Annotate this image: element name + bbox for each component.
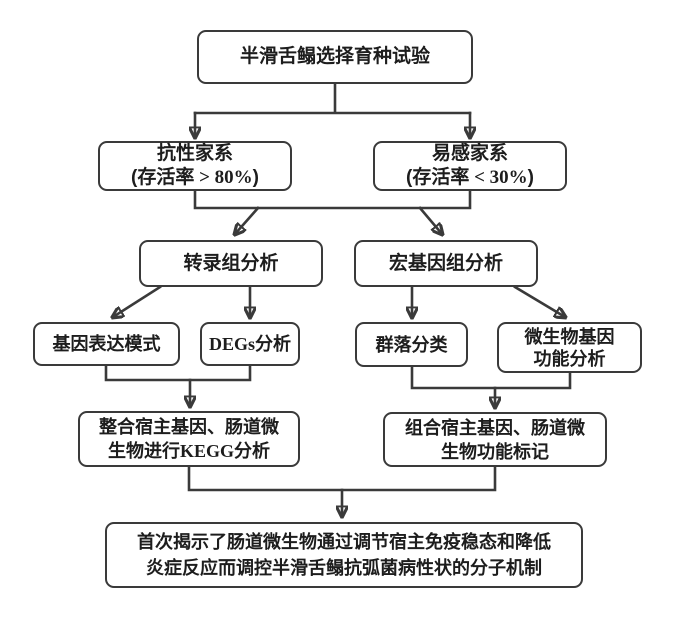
node-community-label: 群落分类 xyxy=(375,334,448,355)
connector-right-merge-rail xyxy=(410,365,572,390)
node-kegg-line2: 生物进行KEGG分析 xyxy=(107,441,270,461)
survival-rate-value: > 80% xyxy=(194,167,253,188)
node-kegg-line1: 整合宿主基因、肠道微 xyxy=(99,417,279,437)
node-function-markers-line2: 生物功能标记 xyxy=(441,441,549,462)
node-function-markers: 组合宿主基因、肠道微 生物功能标记 xyxy=(383,412,607,467)
node-resistant-family-survival: (存活率 > 80%) xyxy=(131,167,259,188)
node-conclusion-line2: 炎症反应而调控半滑舌鳎抗弧菌病性状的分子机制 xyxy=(146,558,542,578)
node-conclusion: 首次揭示了肠道微生物通过调节宿主免疫稳态和降低 炎症反应而调控半滑舌鳎抗弧菌病性… xyxy=(105,522,583,588)
node-microbial-function-line2: 功能分析 xyxy=(533,348,606,369)
node-degs-analysis: DEGs分析 xyxy=(200,322,300,366)
node-metagenome-label: 宏基因组分析 xyxy=(388,252,503,274)
connector-families-rail xyxy=(193,189,472,210)
arrow-to-gene-expression xyxy=(113,285,162,317)
node-resistant-family-label: 抗性家系 xyxy=(156,143,233,164)
connector-bottom-merge-rail xyxy=(187,465,497,492)
node-microbial-function-line1: 微生物基因 xyxy=(524,326,615,347)
arrow-to-microbial-function xyxy=(513,285,565,317)
node-conclusion-line1: 首次揭示了肠道微生物通过调节宿主免疫稳态和降低 xyxy=(137,532,551,552)
node-gene-expression-pattern: 基因表达模式 xyxy=(33,322,180,366)
node-resistant-family: 抗性家系 (存活率 > 80%) xyxy=(98,141,292,191)
arrow-to-transcriptome xyxy=(235,206,260,234)
survival-rate-value: < 30% xyxy=(469,167,528,188)
node-susceptible-family-survival: (存活率 < 30%) xyxy=(406,167,534,188)
node-microbial-gene-function: 微生物基因 功能分析 xyxy=(497,322,642,373)
node-transcriptome-analysis: 转录组分析 xyxy=(139,240,323,287)
connector-left-merge-rail xyxy=(104,364,252,382)
node-function-markers-line1: 组合宿主基因、肠道微 xyxy=(405,417,585,438)
node-susceptible-family: 易感家系 (存活率 < 30%) xyxy=(373,141,567,191)
node-community-classification: 群落分类 xyxy=(355,322,468,367)
node-breeding-trial-label: 半滑舌鳎选择育种试验 xyxy=(239,46,430,67)
node-gene-expression-label: 基因表达模式 xyxy=(52,334,161,354)
node-kegg-integration: 整合宿主基因、肠道微 生物进行KEGG分析 xyxy=(78,411,300,467)
node-transcriptome-label: 转录组分析 xyxy=(183,252,279,274)
node-breeding-trial: 半滑舌鳎选择育种试验 xyxy=(197,30,473,84)
arrow-to-metagenome xyxy=(418,206,442,234)
connector-root-stem-and-rail xyxy=(193,82,472,115)
node-metagenome-analysis: 宏基因组分析 xyxy=(354,240,538,287)
node-degs-label: DEGs分析 xyxy=(208,334,291,354)
node-susceptible-family-label: 易感家系 xyxy=(431,143,508,164)
